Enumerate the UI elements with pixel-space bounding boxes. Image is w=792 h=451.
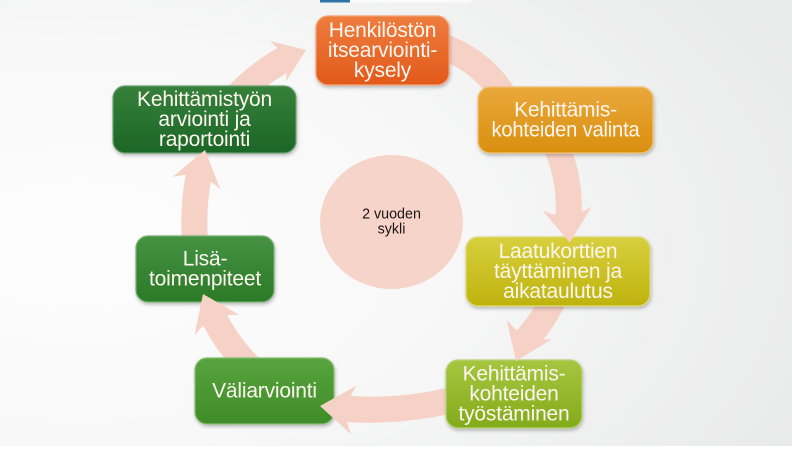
svg-text:Kehittämistyön: Kehittämistyön [137,88,272,111]
svg-text:aikataulutus: aikataulutus [503,280,613,303]
svg-text:toimenpiteet: toimenpiteet [149,268,261,291]
svg-text:kysely: kysely [354,59,412,82]
svg-text:itsearviointi-: itsearviointi- [328,39,437,62]
svg-text:Väliarviointi: Väliarviointi [212,380,317,403]
svg-text:työstäminen: työstäminen [458,403,569,426]
svg-text:Kehittämis-: Kehittämis- [514,98,617,121]
svg-text:Henkilöstön: Henkilöstön [329,19,437,42]
svg-text:Laatukorttien: Laatukorttien [499,240,618,263]
svg-text:kohteiden: kohteiden [469,383,558,406]
svg-text:Kehittämis-: Kehittämis- [463,362,566,385]
svg-text:täyttäminen ja: täyttäminen ja [494,260,622,283]
svg-text:sykli: sykli [378,222,406,238]
svg-text:arviointi ja: arviointi ja [158,108,251,131]
svg-text:2 vuoden: 2 vuoden [362,207,421,223]
svg-text:kohteiden valinta: kohteiden valinta [492,119,640,142]
svg-text:raportointi: raportointi [159,128,250,151]
svg-text:Lisä-: Lisä- [183,247,228,270]
